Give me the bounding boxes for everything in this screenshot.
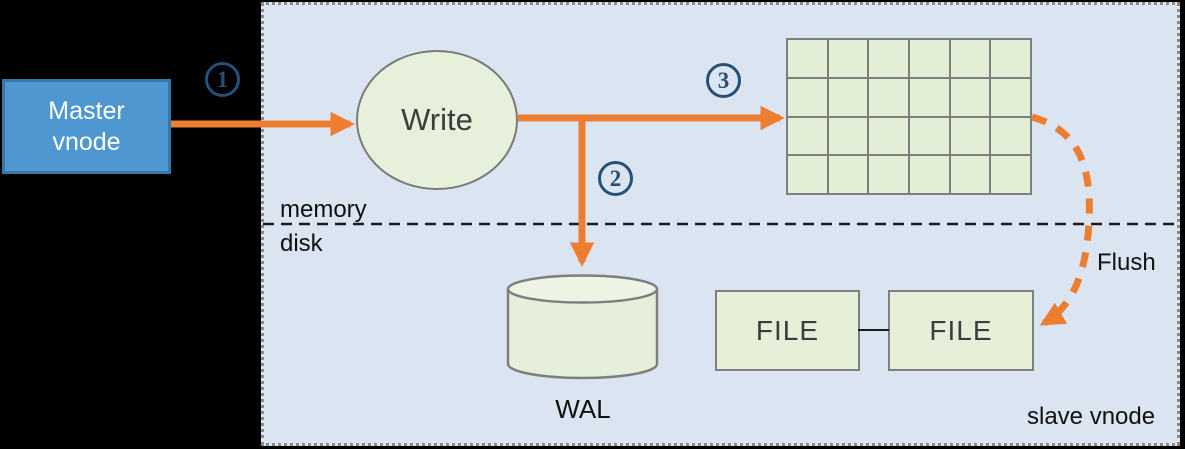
grid-cell [788, 78, 827, 116]
file-box-2-label: FILE [929, 314, 993, 346]
grid-cell [991, 156, 1030, 193]
step-number-3: 3 [706, 63, 741, 98]
master-vnode-line1: Master [48, 97, 125, 125]
grid-cell [950, 40, 990, 77]
grid-cell [950, 156, 990, 193]
grid-cell [869, 117, 908, 155]
step-number-2-digit: 2 [609, 165, 622, 191]
wal-cylinder [506, 274, 659, 380]
step-number-3-digit: 3 [717, 67, 730, 93]
grid-cell [788, 40, 827, 77]
grid-cell [788, 156, 827, 193]
grid-cell [869, 156, 908, 193]
grid-cell [991, 78, 1030, 116]
grid-cell [788, 117, 827, 155]
grid-cell [991, 117, 1030, 155]
write-node-label: Write [401, 102, 473, 137]
step-number-1: 1 [205, 62, 240, 97]
grid-cell [991, 40, 1030, 77]
grid-cell [828, 78, 868, 116]
master-vnode-box: Master vnode [2, 79, 171, 174]
memory-label: memory [280, 196, 367, 223]
grid-cell [910, 40, 949, 77]
master-vnode-line2: vnode [52, 127, 121, 156]
flush-label: Flush [1097, 249, 1156, 276]
grid-cell [828, 117, 868, 155]
slave-vnode-label: slave vnode [1027, 403, 1156, 430]
file-box-1-label: FILE [755, 314, 820, 346]
file-box-2: FILE [888, 290, 1034, 371]
step-number-2: 2 [598, 161, 633, 196]
disk-label: disk [280, 230, 323, 257]
grid-cell [869, 40, 908, 77]
grid-cell [950, 117, 990, 155]
memtable-grid [786, 38, 1032, 195]
grid-cell [910, 78, 949, 116]
grid-cell [950, 78, 990, 116]
file-box-1: FILE [715, 290, 860, 371]
wal-label: WAL [555, 394, 611, 424]
grid-cell [910, 156, 949, 193]
grid-cell [828, 40, 868, 77]
step-number-1-digit: 1 [216, 66, 229, 92]
grid-cell [828, 156, 868, 193]
grid-cell [910, 117, 949, 155]
write-node: Write [356, 50, 518, 190]
grid-cell [869, 78, 908, 116]
